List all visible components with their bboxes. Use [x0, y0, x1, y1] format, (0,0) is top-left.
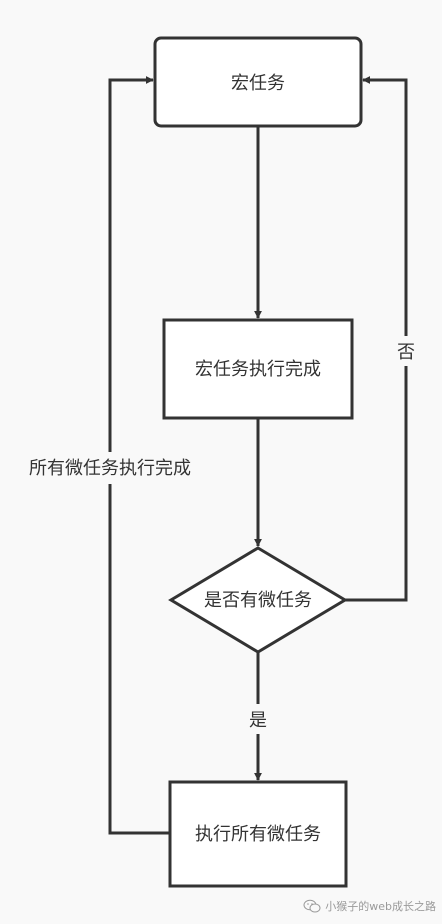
- node-macro-task-label: 宏任务: [231, 73, 285, 94]
- node-exec-micro-label: 执行所有微任务: [195, 824, 321, 845]
- node-macro-done: 宏任务执行完成: [162, 318, 354, 420]
- edge-yes-label: 是: [249, 710, 267, 731]
- node-macro-done-box: [162, 318, 354, 420]
- node-has-micro-label: 是否有微任务: [204, 590, 312, 611]
- node-exec-micro: 执行所有微任务: [168, 780, 348, 888]
- edge-all-micro-done-label: 所有微任务执行完成: [29, 458, 191, 479]
- node-has-micro: 是否有微任务: [168, 546, 348, 654]
- edge-no-label: 否: [397, 342, 415, 363]
- watermark: 小猴子的web成长之路: [303, 898, 436, 914]
- node-macro-done-label: 宏任务执行完成: [195, 359, 321, 380]
- edge-all-micro-done-label-bg: [22, 452, 198, 484]
- edge-no-label-bg: [394, 336, 418, 366]
- node-macro-task: 宏任务: [153, 36, 363, 128]
- edge-yes-label-bg: [246, 704, 270, 734]
- wechat-icon: [303, 899, 321, 913]
- watermark-text: 小猴子的web成长之路: [325, 900, 436, 913]
